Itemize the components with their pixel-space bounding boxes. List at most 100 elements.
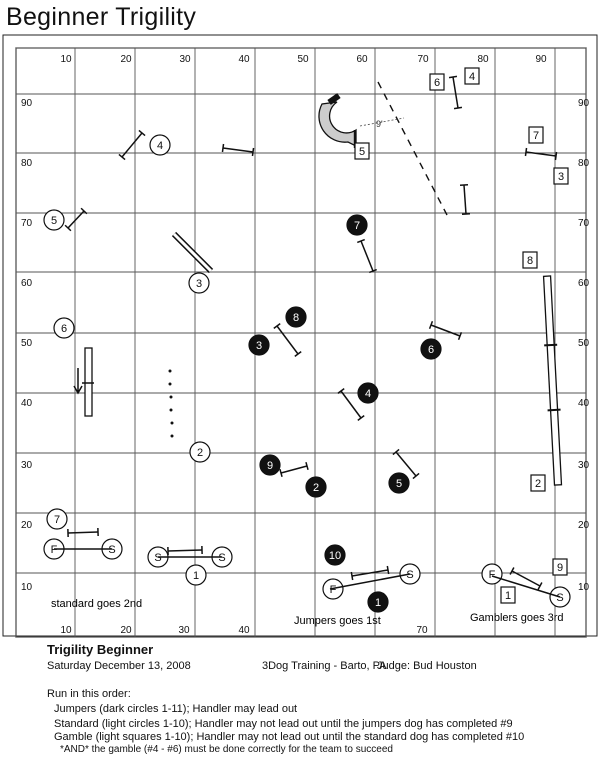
y-tick-label: 40 (578, 398, 590, 409)
x-tick-label: 60 (356, 54, 368, 65)
svg-text:3: 3 (558, 171, 564, 183)
x-tick-label: 20 (120, 54, 132, 65)
page-title: Beginner Trigility (6, 3, 197, 31)
gamble-marker: 4 (464, 67, 480, 85)
order-item-jumpers: Jumpers (dark circles 1-11); Handler may… (54, 703, 298, 715)
svg-text:F: F (489, 569, 496, 581)
svg-text:5: 5 (51, 215, 57, 227)
jumpers-marker: 8 (285, 306, 307, 328)
svg-text:S: S (218, 552, 225, 564)
svg-text:9: 9 (557, 562, 563, 574)
x-tick-label: 50 (297, 54, 309, 65)
x-tick-label: 40 (238, 54, 250, 65)
svg-text:S: S (154, 552, 161, 564)
x-tick-label: 70 (416, 625, 428, 636)
standard-marker: 7 (46, 508, 68, 530)
order-item-standard: Standard (light circles 1-10); Handler m… (54, 718, 513, 730)
svg-text:8: 8 (293, 312, 299, 324)
y-tick-label: 40 (21, 398, 33, 409)
svg-text:2: 2 (535, 478, 541, 490)
standard-marker: 6 (53, 317, 75, 339)
y-tick-label: 70 (578, 218, 590, 229)
y-tick-label: 20 (21, 520, 33, 531)
x-tick-label: 10 (60, 54, 72, 65)
svg-text:6: 6 (434, 77, 440, 89)
gamble-marker: F (481, 563, 503, 585)
order-note: *AND* the gamble (#4 - #6) must be done … (60, 744, 393, 755)
jumpers-marker: 6 (420, 338, 442, 360)
x-tick-label: 80 (477, 54, 489, 65)
svg-text:7: 7 (354, 220, 360, 232)
jumpers-marker: 2 (305, 476, 327, 498)
course-grid (15, 47, 587, 638)
gamblers-note: Gamblers goes 3rd (470, 612, 564, 624)
svg-text:1: 1 (193, 570, 199, 582)
svg-text:8: 8 (527, 255, 533, 267)
y-tick-label: 50 (578, 338, 590, 349)
jump-bars (64, 75, 558, 590)
y-tick-label: 20 (578, 520, 590, 531)
gamble-marker: 5 (354, 142, 370, 160)
svg-text:3: 3 (196, 278, 202, 290)
svg-text:5: 5 (396, 478, 402, 490)
y-tick-label: 10 (578, 582, 590, 593)
svg-text:10: 10 (329, 550, 341, 562)
jumpers-note: Jumpers goes 1st (294, 615, 381, 627)
jumpers-marker: 3 (248, 334, 270, 356)
svg-text:9: 9 (267, 460, 273, 472)
svg-text:5: 5 (359, 146, 365, 158)
standard-marker: 3 (188, 272, 210, 294)
y-tick-label: 50 (21, 338, 33, 349)
svg-text:6: 6 (428, 344, 434, 356)
y-tick-label: 90 (578, 98, 590, 109)
gamble-marker: 8 (522, 251, 538, 269)
gamble-marker: 9 (552, 558, 568, 576)
y-tick-label: 60 (578, 278, 590, 289)
y-tick-label: 80 (21, 158, 33, 169)
broad-jump (171, 231, 214, 274)
svg-text:F: F (51, 544, 58, 556)
dogwalk (542, 275, 563, 486)
svg-text:7: 7 (54, 514, 60, 526)
standard-marker: 5 (43, 209, 65, 231)
svg-text:4: 4 (469, 71, 475, 83)
y-tick-label: 30 (21, 460, 33, 471)
standard-marker: 2 (189, 441, 211, 463)
gamble-marker: 3 (553, 167, 569, 185)
x-tick-label: 30 (178, 625, 190, 636)
run-date: Saturday December 13, 2008 (47, 660, 191, 672)
svg-text:S: S (556, 592, 563, 604)
svg-text:2: 2 (313, 482, 319, 494)
jumpers-marker: 9 (259, 454, 281, 476)
x-tick-label: 20 (120, 625, 132, 636)
jumpers-marker: 10 (324, 544, 346, 566)
order-heading: Run in this order: (47, 688, 131, 700)
seesaw (73, 347, 94, 417)
svg-text:F: F (330, 584, 337, 596)
weave-poles (168, 369, 174, 438)
run-title: Trigility Beginner (47, 642, 154, 657)
jumpers-marker: 7 (346, 214, 368, 236)
jumpers-marker: 1 (367, 591, 389, 613)
y-tick-label: 30 (578, 460, 590, 471)
gamble-marker: 6 (429, 73, 445, 91)
svg-text:3: 3 (256, 340, 262, 352)
svg-text:S: S (406, 569, 413, 581)
svg-text:6: 6 (61, 323, 67, 335)
x-tick-label: 70 (417, 54, 429, 65)
y-tick-label: 10 (21, 582, 33, 593)
svg-text:4: 4 (157, 140, 163, 152)
distance-marker (359, 117, 405, 127)
distance-label: 9' (376, 119, 383, 129)
standard-marker: 4 (149, 134, 171, 156)
svg-text:7: 7 (533, 130, 539, 142)
standard-note: standard goes 2nd (51, 598, 142, 610)
svg-text:1: 1 (505, 590, 511, 602)
svg-text:2: 2 (197, 447, 203, 459)
x-tick-label: 90 (535, 54, 547, 65)
y-tick-label: 60 (21, 278, 33, 289)
run-venue: 3Dog Training - Barto, PA (262, 660, 387, 672)
jumpers-marker: 4 (357, 382, 379, 404)
